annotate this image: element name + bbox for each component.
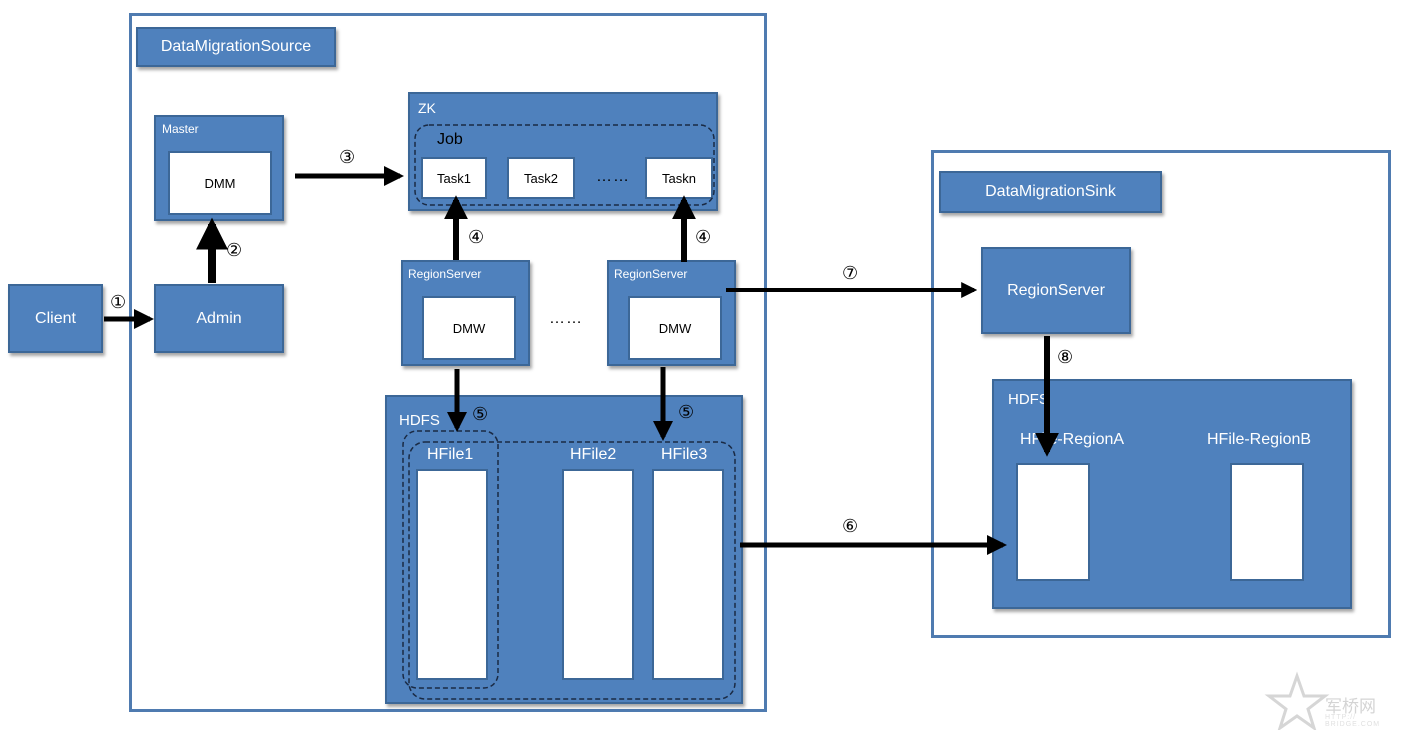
dmw-2-box: DMW xyxy=(628,296,722,360)
client-label: Client xyxy=(35,309,76,327)
hfile-regiona-block xyxy=(1016,463,1090,581)
regionserver-1-label: RegionServer xyxy=(408,267,482,281)
step-5b-label: ⑤ xyxy=(678,402,695,423)
sink-hdfs-label: HDFS xyxy=(1008,391,1049,408)
task1-label: Task1 xyxy=(437,170,471,186)
sink-regionserver-label: RegionServer xyxy=(1007,281,1105,299)
hfile1-group-outline xyxy=(402,430,499,689)
admin-box: Admin xyxy=(154,284,284,353)
admin-label: Admin xyxy=(196,309,242,327)
watermark-subtext: HTTP:// BRIDGE.COM xyxy=(1325,714,1381,728)
sink-hdfs-box: HDFS HFile-RegionA HFile-RegionB xyxy=(992,379,1352,609)
step-5a-label: ⑤ xyxy=(472,404,489,425)
step-3-label: ③ xyxy=(339,147,356,168)
hfile-regionb-label: HFile-RegionB xyxy=(1207,431,1312,448)
step-7-label: ⑦ xyxy=(842,263,859,284)
step-2-label: ② xyxy=(226,240,243,261)
hfile3-block xyxy=(652,469,724,680)
zk-box: ZK Job Task1 Task2 …… Taskn xyxy=(408,92,718,211)
master-box: Master DMM xyxy=(154,115,284,221)
dmw-1-box: DMW xyxy=(422,296,516,360)
hfile3-label: HFile3 xyxy=(661,446,708,463)
regionserver-2-box: RegionServer DMW xyxy=(607,260,736,366)
task2-label: Task2 xyxy=(524,170,558,186)
job-group-outline xyxy=(414,124,715,206)
sink-title: DataMigrationSink xyxy=(939,171,1162,213)
step-4b-label: ④ xyxy=(695,227,712,248)
source-hdfs-label: HDFS xyxy=(399,412,440,429)
hfile-all-group-outline xyxy=(408,441,736,700)
dmw-2-label: DMW xyxy=(658,320,692,336)
hfile1-label: HFile1 xyxy=(427,446,474,463)
dmm-box: DMM xyxy=(168,151,272,215)
zk-label: ZK xyxy=(418,100,436,116)
source-hdfs-box: HDFS HFile1 HFile2 HFile3 xyxy=(385,395,743,704)
watermark-text: 军桥网 xyxy=(1325,697,1376,716)
tasks-ellipsis: …… xyxy=(596,168,630,185)
job-label: Job xyxy=(437,131,463,148)
hfile2-block xyxy=(562,469,634,680)
hfile2-label: HFile2 xyxy=(570,446,617,463)
task1-box: Task1 xyxy=(421,157,487,199)
step-4a-label: ④ xyxy=(468,227,485,248)
regionserver-1-box: RegionServer DMW xyxy=(401,260,530,366)
task2-box: Task2 xyxy=(507,157,575,199)
source-title-text: DataMigrationSource xyxy=(160,38,312,55)
hfile-regionb-block xyxy=(1230,463,1304,581)
step-6-label: ⑥ xyxy=(842,516,859,537)
client-box: Client xyxy=(8,284,103,353)
dmw-1-label: DMW xyxy=(452,320,486,336)
sink-regionserver-box: RegionServer xyxy=(981,247,1131,334)
step-1-label: ① xyxy=(110,292,127,313)
sink-title-text: DataMigrationSink xyxy=(985,183,1116,200)
master-label: Master xyxy=(162,122,199,136)
taskn-label: Taskn xyxy=(662,170,696,186)
source-title: DataMigrationSource xyxy=(136,27,336,67)
dmm-label: DMM xyxy=(204,175,236,191)
regionservers-ellipsis: …… xyxy=(549,310,583,327)
regionserver-2-label: RegionServer xyxy=(614,267,688,281)
hfile1-block xyxy=(416,469,488,680)
step-8-label: ⑧ xyxy=(1057,347,1074,368)
